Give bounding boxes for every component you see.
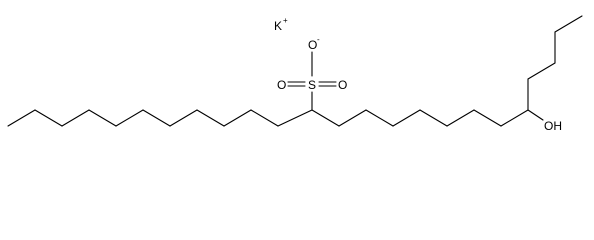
- hydroxyl-label: OH: [544, 119, 562, 133]
- oxygen-right: O: [338, 78, 347, 92]
- hydroxyl-bond: [527, 109, 544, 121]
- bond: [61, 109, 90, 127]
- bond: [554, 15, 583, 33]
- bond: [500, 109, 529, 127]
- carbon-chain-left: [7, 109, 313, 127]
- oxygen-anion-charge: -: [317, 35, 320, 44]
- bond: [196, 109, 225, 127]
- bond: [311, 109, 340, 127]
- molecule-diagram: K + S O - O O OH: [7, 15, 583, 133]
- bond: [419, 109, 448, 127]
- bond: [527, 109, 544, 121]
- sulfur-atom: S: [308, 78, 316, 92]
- sulfonate-group: S O - O O: [277, 35, 347, 92]
- bond: [115, 109, 144, 127]
- bond: [446, 109, 475, 127]
- potassium-ion: K +: [274, 16, 288, 33]
- sulfonate-bonds: [287, 51, 337, 111]
- bond: [365, 109, 394, 127]
- carbon-chain-right: [311, 15, 583, 127]
- potassium-charge: +: [283, 16, 288, 25]
- bond: [7, 109, 36, 127]
- bond: [250, 109, 279, 127]
- hydroxyl-group: OH: [544, 119, 562, 133]
- oxygen-left: O: [277, 78, 286, 92]
- potassium-symbol: K: [274, 19, 282, 33]
- oxygen-top: O: [308, 38, 317, 52]
- bond: [142, 109, 171, 127]
- bond: [392, 109, 421, 127]
- bond: [527, 62, 556, 80]
- bond: [338, 109, 367, 127]
- bond: [223, 109, 252, 127]
- bond: [88, 109, 117, 127]
- bond: [34, 109, 63, 127]
- bond: [473, 109, 502, 127]
- bond: [169, 109, 198, 127]
- bond: [277, 109, 313, 127]
